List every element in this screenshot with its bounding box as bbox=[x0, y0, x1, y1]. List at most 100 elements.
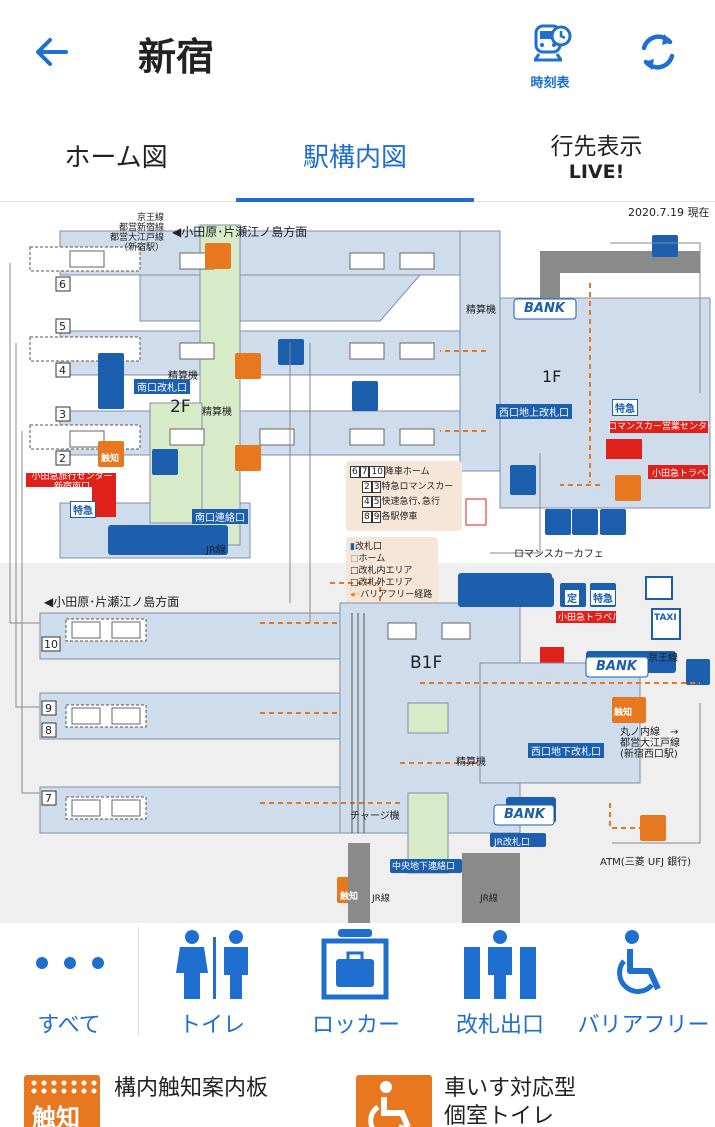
filter-barrier-free-label: バリアフリー bbox=[577, 1013, 710, 1038]
south-connection-label: 南口連絡口 bbox=[192, 509, 248, 524]
floor-label-2f: 2F bbox=[170, 397, 191, 417]
tab-destination-label: 行先表示 bbox=[550, 134, 643, 160]
app-header: 新宿 時刻表 bbox=[0, 0, 715, 108]
map-drawing: 6 5 4 3 2 bbox=[0, 203, 715, 923]
timetable-label: 時刻表 bbox=[530, 76, 570, 91]
travel-center-line-1: 小田急旅行センター bbox=[31, 472, 113, 482]
direction-label-b1f: ◀小田原･片瀬江ノ島方面 bbox=[44, 595, 180, 609]
odakyu-travel-label-b1f: 小田急トラベル bbox=[558, 613, 622, 623]
map-date: 2020.7.19 現在 bbox=[628, 206, 710, 219]
filter-all-label: すべて bbox=[37, 1013, 101, 1038]
south-gate-label: 南口改札口 bbox=[134, 379, 190, 394]
legend-wheelchair-label-2: 個室トイレ bbox=[444, 1104, 555, 1127]
marunouchi-line-3: (新宿西口駅) bbox=[620, 749, 678, 760]
filter-all[interactable]: すべて bbox=[0, 923, 138, 1043]
keio-note-line-1: 京王線 bbox=[136, 213, 164, 223]
tab-live-label: LIVE! bbox=[568, 161, 625, 183]
track-3: 3 bbox=[59, 408, 66, 421]
filter-toilet-label: トイレ bbox=[178, 1013, 245, 1038]
filter-barrier-free[interactable]: バリアフリー bbox=[572, 923, 715, 1043]
station-floor-map[interactable]: 6 5 4 3 2 bbox=[0, 203, 715, 923]
track-9: 9 bbox=[45, 702, 52, 715]
commuter-pass-sign: 定 bbox=[564, 589, 580, 606]
track-8: 8 bbox=[45, 724, 52, 737]
fare-adjustment-label-2: 精算機 bbox=[202, 407, 232, 418]
toilet-icon bbox=[176, 930, 248, 999]
area-legend-row: □改札内エリア bbox=[350, 566, 413, 576]
floor-label-b1f: B1F bbox=[410, 653, 443, 673]
odakyu-travel-center-label: 小田急旅行センター 新宿南口 bbox=[28, 472, 116, 492]
back-arrow-icon[interactable] bbox=[28, 28, 76, 76]
wheelchair-icon bbox=[617, 930, 661, 994]
keio-transfer-note: 京王線 都営新宿線 都営大江戸線 （新宿駅） bbox=[106, 213, 164, 253]
marunouchi-line-2: 都営大江戸線 bbox=[620, 738, 680, 749]
filter-locker[interactable]: ロッカー bbox=[286, 923, 426, 1043]
floor-label-1f: 1F bbox=[542, 367, 562, 386]
bank-label-b1f: BANK bbox=[596, 659, 637, 674]
refresh-icon[interactable] bbox=[634, 28, 682, 76]
track-2: 2 bbox=[59, 452, 66, 465]
bank-label-b1f-2: BANK bbox=[504, 807, 545, 822]
legend-item-wheelchair-toilet[interactable]: 車いす対応型 個室トイレ bbox=[356, 1075, 696, 1127]
fare-adjustment-label: 精算機 bbox=[168, 371, 198, 382]
facility-filter-bar: すべて トイレ ロッカー 改札出口 bbox=[0, 923, 715, 1043]
jr-line-label: JR線 bbox=[206, 545, 226, 556]
limited-express-sign: 特急 bbox=[70, 501, 96, 518]
area-legend-row: □改札外エリア bbox=[350, 578, 413, 588]
station-title: 新宿 bbox=[138, 35, 215, 79]
romancecar-center-label: ロマンスカー営業センター bbox=[608, 422, 715, 432]
keio-note-line-3: 都営大江戸線 bbox=[109, 233, 164, 243]
timetable-button[interactable]: 時刻表 bbox=[520, 22, 580, 91]
filter-ticket-gate[interactable]: 改札出口 bbox=[430, 923, 570, 1043]
track-4: 4 bbox=[59, 364, 66, 377]
limited-express-sign-1f: 特急 bbox=[612, 399, 638, 416]
fare-adjustment-label-4: 精算機 bbox=[456, 757, 486, 768]
track-5: 5 bbox=[59, 320, 66, 333]
legend-wheelchair-label-1: 車いす対応型 bbox=[444, 1076, 577, 1101]
track-10: 10 bbox=[44, 638, 58, 651]
filter-toilet[interactable]: トイレ bbox=[142, 923, 282, 1043]
active-tab-indicator bbox=[236, 198, 474, 202]
limited-express-sign-b1f: 特急 bbox=[590, 589, 616, 606]
jr-line-label-2: JR線 bbox=[372, 894, 390, 904]
tactile-badge-text: 触知 bbox=[32, 1104, 80, 1127]
romancecar-cafe-label: ロマンスカーカフェ bbox=[514, 549, 604, 560]
legend-tactile-label: 構内触知案内板 bbox=[114, 1076, 269, 1101]
tab-home-map-label: ホーム図 bbox=[64, 142, 168, 173]
track-7: 7 bbox=[45, 792, 52, 805]
odakyu-travel-label: 小田急トラベル bbox=[652, 469, 715, 479]
legend-item-tactile-guide[interactable]: 触知 構内触知案内板 bbox=[24, 1075, 324, 1127]
keio-note-line-4: （新宿駅） bbox=[118, 243, 164, 253]
marunouchi-line-1: 丸ノ内線 → bbox=[620, 727, 679, 738]
filter-locker-label: ロッカー bbox=[311, 1013, 400, 1038]
atm-label: ATM(三菱 UFJ 銀行) bbox=[600, 857, 691, 868]
filter-ticket-gate-label: 改札出口 bbox=[455, 1013, 544, 1038]
travel-center-line-2: 新宿南口 bbox=[53, 482, 90, 492]
tab-station-map[interactable]: 駅構内図 bbox=[236, 108, 474, 202]
timetable-icon bbox=[533, 24, 572, 62]
tactile-sign-b1f-2: 触知 bbox=[340, 892, 359, 902]
direction-label-2f: ◀小田原･片瀬江ノ島方面 bbox=[172, 225, 308, 239]
tactile-sign-b1f: 触知 bbox=[614, 708, 633, 718]
more-dots-icon bbox=[36, 957, 104, 969]
jr-line-label-3: JR線 bbox=[480, 894, 498, 904]
central-underground-label: 中央地下連絡口 bbox=[392, 862, 456, 872]
filter-divider bbox=[138, 927, 139, 1035]
facility-legend: 触知 構内触知案内板 車いす対応型 個室トイレ bbox=[0, 1043, 715, 1127]
tactile-guide-icon: 触知 bbox=[24, 1075, 100, 1127]
bank-label-1f: BANK bbox=[524, 301, 565, 316]
charge-machine-label: チャージ機 bbox=[350, 811, 400, 822]
area-legend: ▮改札口 □ホーム □改札内エリア □改札外エリア ◂··バリアフリー経路 bbox=[350, 541, 432, 601]
tab-destination-live[interactable]: 行先表示 LIVE! bbox=[478, 108, 715, 202]
west-underground-gate-label: 西口地下改札口 bbox=[528, 743, 604, 758]
tab-home-map[interactable]: ホーム図 bbox=[0, 108, 232, 202]
keio-note-line-2: 都営新宿線 bbox=[118, 223, 164, 233]
tab-station-map-label: 駅構内図 bbox=[302, 142, 407, 173]
tactile-sign-2f: 触知 bbox=[101, 454, 120, 464]
west-ground-gate-label: 西口地上改札口 bbox=[496, 404, 572, 419]
